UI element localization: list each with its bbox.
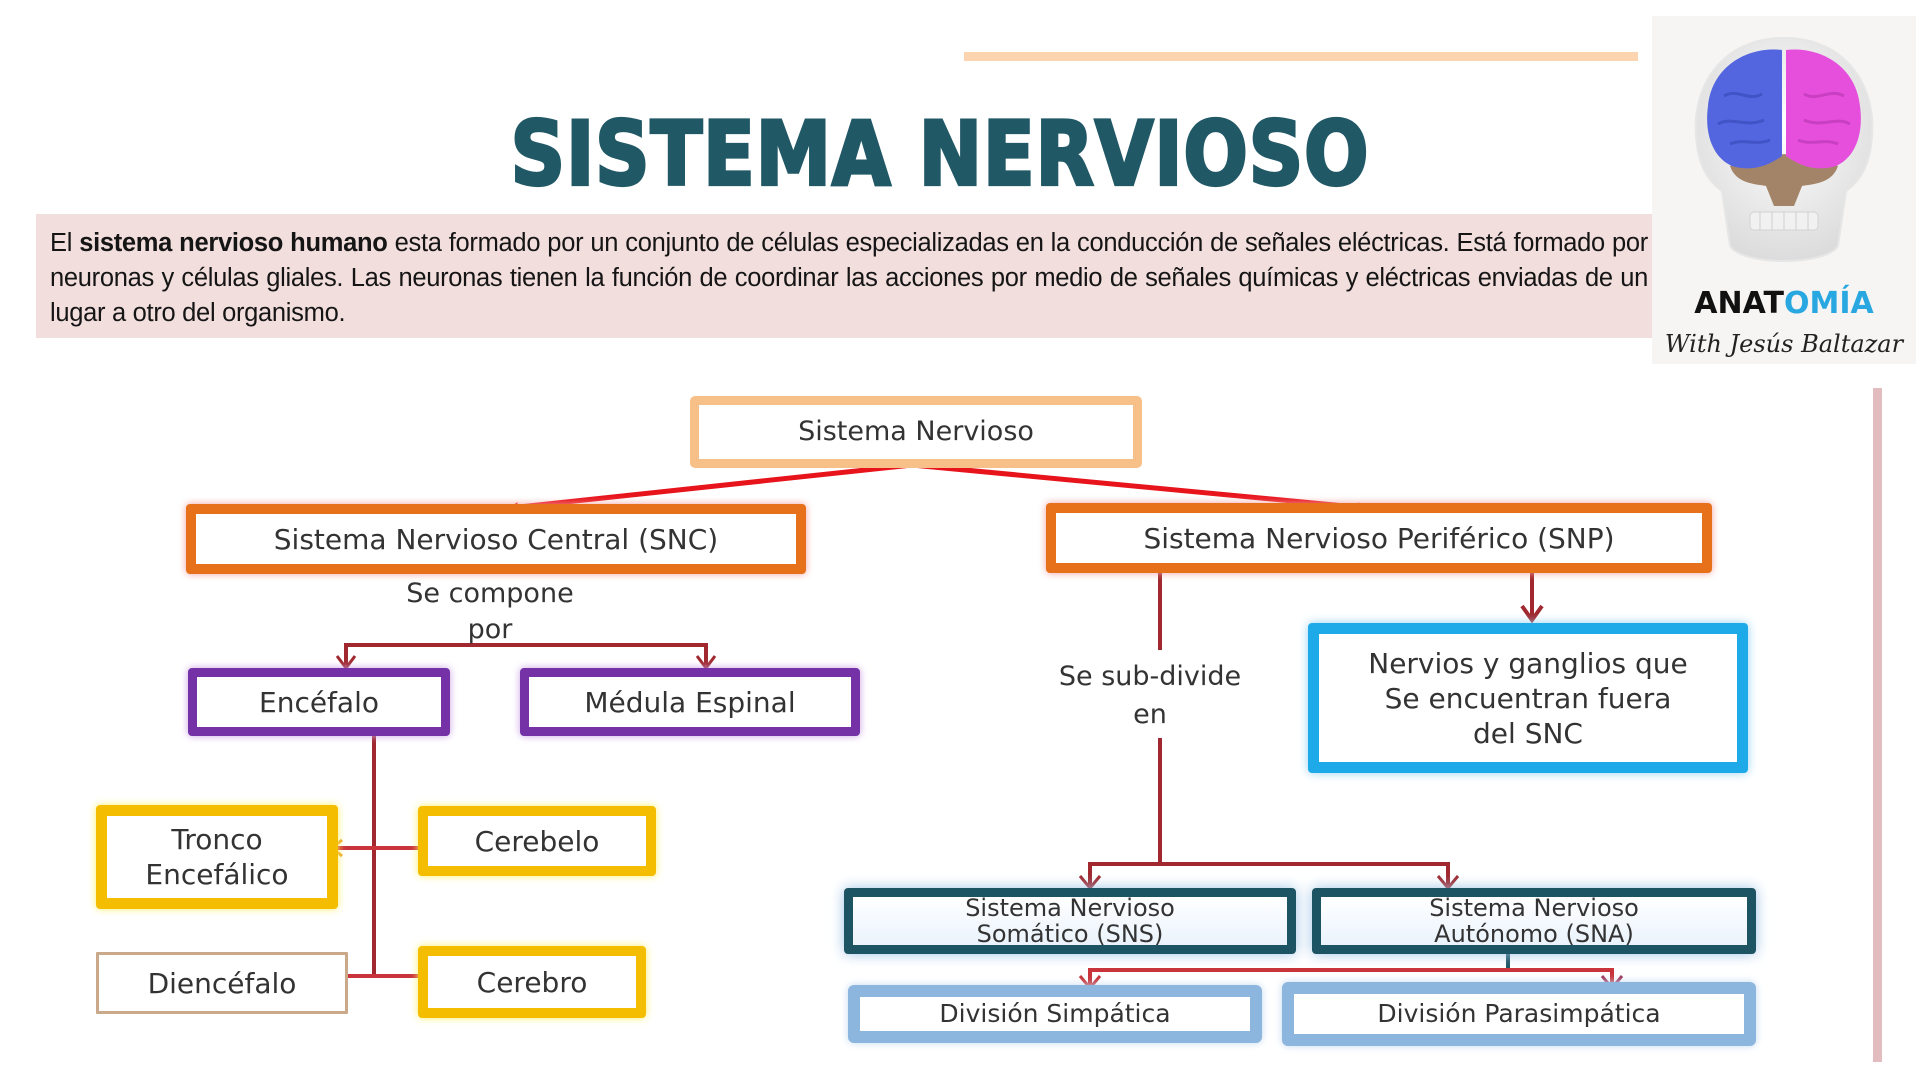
node-text-line: Encefálico bbox=[145, 858, 289, 891]
arrow-root-to-snp bbox=[911, 462, 1368, 513]
label-line: Se compone bbox=[406, 578, 574, 609]
node-text-line: del SNC bbox=[1473, 716, 1583, 750]
arrow-root-to-snc bbox=[508, 462, 913, 513]
intro-prefix: El bbox=[50, 229, 80, 257]
node-tronco-encefalico: Tronco Encefálico bbox=[96, 805, 338, 909]
node-medula-espinal: Médula Espinal bbox=[520, 668, 860, 736]
side-rule bbox=[1873, 388, 1882, 1062]
intro-bold: sistema nervioso humano bbox=[79, 229, 388, 257]
node-snc: Sistema Nervioso Central (SNC) bbox=[186, 504, 806, 574]
logo-brand-blue: OMÍA bbox=[1783, 286, 1874, 321]
intro-rest: esta formado por un conjunto de células … bbox=[50, 229, 1648, 327]
label-se-compone-por: Se compone por bbox=[360, 576, 620, 648]
label-line: Se sub-divide bbox=[1058, 661, 1242, 692]
node-text-line: Tronco bbox=[171, 823, 263, 856]
node-sistema-nervioso: Sistema Nervioso bbox=[690, 396, 1142, 468]
logo-brand: ANATOMÍA bbox=[1652, 286, 1916, 321]
page-title: SISTEMA NERVIOSO bbox=[0, 101, 1920, 207]
accent-line bbox=[964, 52, 1638, 61]
label-line: en bbox=[1133, 699, 1167, 730]
logo-subtitle: With Jesús Baltazar bbox=[1664, 330, 1904, 358]
node-text-line: Autónomo (SNA) bbox=[1434, 920, 1634, 948]
logo-brand-dark: ANAT bbox=[1694, 286, 1784, 321]
node-text-line: Somático (SNS) bbox=[976, 920, 1164, 948]
node-cerebelo: Cerebelo bbox=[418, 806, 656, 876]
label-line: por bbox=[467, 614, 513, 645]
node-text-line: Sistema Nervioso bbox=[965, 893, 1175, 922]
brain-skull-icon bbox=[1694, 36, 1874, 262]
node-diencefalo: Diencéfalo bbox=[96, 952, 348, 1014]
node-division-simpatica: División Simpática bbox=[848, 985, 1262, 1043]
node-snp: Sistema Nervioso Periférico (SNP) bbox=[1046, 503, 1712, 573]
node-division-parasimpatica: División Parasimpática bbox=[1282, 982, 1756, 1046]
node-text-line: Nervios y ganglios que bbox=[1368, 646, 1688, 680]
intro-box bbox=[36, 214, 1662, 338]
label-se-subdivide-en: Se sub-divide en bbox=[1010, 658, 1290, 734]
node-nervios-ganglios: Nervios y ganglios que Se encuentran fue… bbox=[1308, 623, 1748, 773]
node-text-line: Se encuentran fuera bbox=[1384, 681, 1672, 715]
logo-panel bbox=[1652, 16, 1916, 364]
page-title-text: SISTEMA NERVIOSO bbox=[509, 101, 1370, 207]
node-cerebro: Cerebro bbox=[418, 946, 646, 1018]
node-text-line: Sistema Nervioso bbox=[1429, 893, 1639, 922]
node-sna: Sistema Nervioso Autónomo (SNA) bbox=[1312, 888, 1756, 954]
intro-paragraph: El sistema nervioso humano esta formado … bbox=[50, 226, 1648, 331]
node-sns: Sistema Nervioso Somático (SNS) bbox=[844, 888, 1296, 954]
node-encefalo: Encéfalo bbox=[188, 668, 450, 736]
